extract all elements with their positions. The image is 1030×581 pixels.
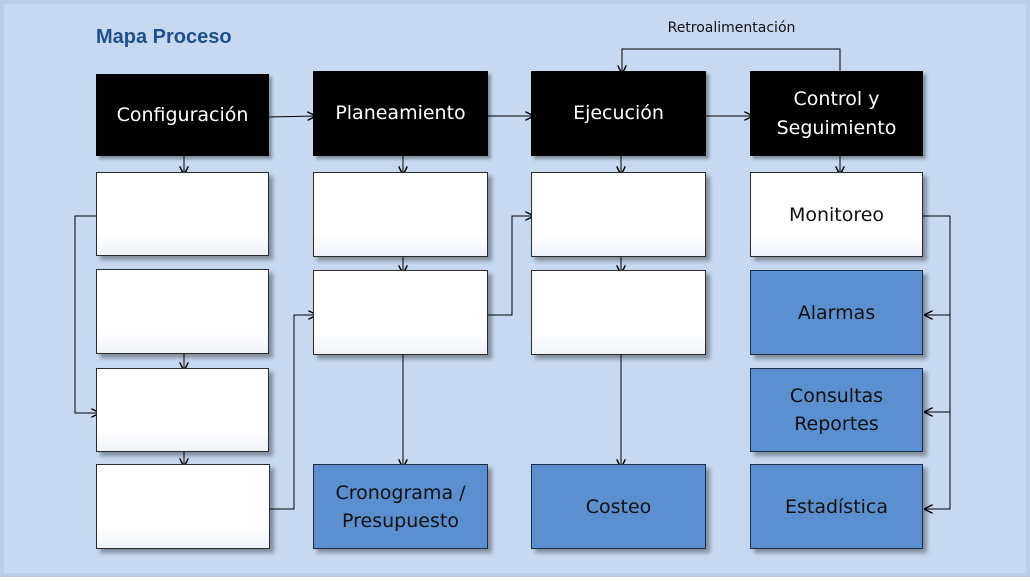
output-alarmas[interactable]: Alarmas bbox=[750, 270, 923, 355]
stage-control-label-line2: Seguimiento bbox=[776, 116, 897, 139]
stage-control-seguimiento[interactable]: Control y Seguimiento bbox=[750, 71, 923, 156]
output-consultas-reportes[interactable]: Consultas Reportes bbox=[750, 368, 923, 452]
stage-planeamiento[interactable]: Planeamiento bbox=[313, 71, 488, 156]
connector-layer bbox=[74, 48, 951, 581]
page-title: Mapa Proceso bbox=[96, 26, 232, 48]
output-consultas-label-line1: Consultas bbox=[789, 385, 884, 407]
output-cronograma-label-line2: Presupuesto bbox=[342, 509, 459, 532]
output-cronograma-label-line1: Cronograma / bbox=[335, 481, 466, 504]
output-estadistica-label: Estadística bbox=[784, 495, 889, 518]
activity-exec-2[interactable] bbox=[531, 270, 706, 355]
arrow-config-1-to-3 bbox=[74, 215, 100, 413]
output-estadistica[interactable]: Estadística bbox=[750, 464, 923, 549]
stage-planeamiento-label: Planeamiento bbox=[335, 102, 466, 124]
output-cronograma-presupuesto[interactable]: Cronograma / Presupuesto bbox=[313, 464, 488, 549]
activity-plan-1[interactable] bbox=[313, 172, 488, 257]
arrow-config-4-to-plan-2 bbox=[270, 315, 317, 510]
activity-exec-1[interactable] bbox=[531, 172, 706, 257]
stage-configuracion[interactable]: Configuración bbox=[96, 74, 269, 156]
output-alarmas-label: Alarmas bbox=[797, 301, 876, 324]
activity-config-3[interactable] bbox=[96, 368, 269, 452]
output-costeo-label: Costeo bbox=[585, 495, 652, 518]
feedback-arrow bbox=[622, 48, 841, 74]
activity-config-1[interactable] bbox=[96, 172, 269, 256]
activity-plan-2[interactable] bbox=[313, 270, 488, 355]
stage-ejecucion-label: Ejecución bbox=[573, 102, 664, 124]
arrow-monitoreo-to-alarmas bbox=[923, 215, 951, 315]
arrow-configuracion-to-planeamiento bbox=[268, 116, 316, 117]
stage-configuracion-label: Configuración bbox=[116, 103, 249, 126]
arrow-plan-2-to-exec-1 bbox=[488, 216, 534, 316]
output-consultas-label-line2: Reportes bbox=[794, 413, 879, 435]
arrow-monitoreo-to-estadistica bbox=[924, 304, 951, 509]
activity-monitoreo[interactable]: Monitoreo bbox=[750, 172, 923, 257]
activity-monitoreo-label: Monitoreo bbox=[788, 203, 885, 226]
activity-config-4[interactable] bbox=[96, 464, 270, 549]
stage-ejecucion[interactable]: Ejecución bbox=[531, 71, 706, 156]
stage-control-label-line1: Control y bbox=[793, 87, 880, 110]
output-costeo[interactable]: Costeo bbox=[531, 464, 706, 549]
feedback-label: Retroalimentación bbox=[667, 20, 796, 36]
activity-config-2[interactable] bbox=[96, 269, 269, 354]
